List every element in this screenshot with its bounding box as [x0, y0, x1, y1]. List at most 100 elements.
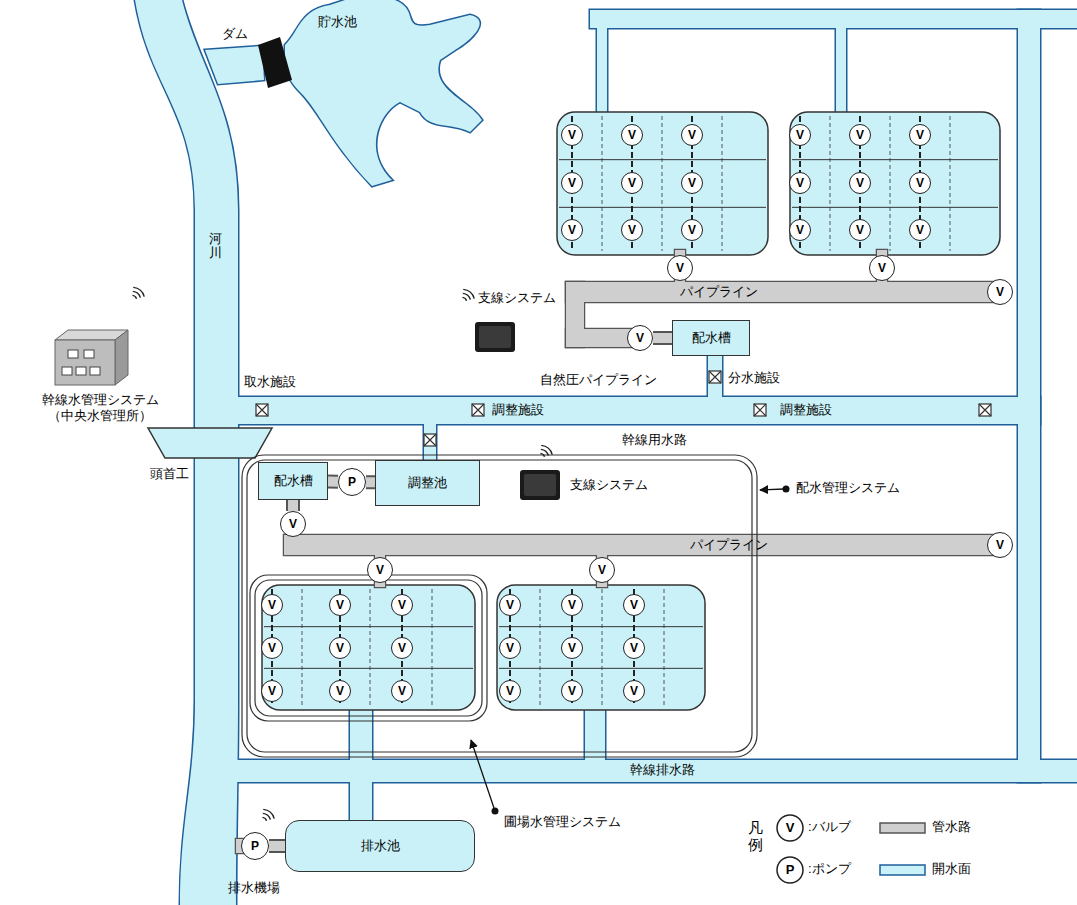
node-text: V: [336, 685, 344, 697]
valve-circle: V: [499, 637, 521, 659]
area-label: 支線システム: [478, 290, 556, 306]
legend-symbol-letter: V: [780, 820, 800, 836]
pipe-connector: [269, 846, 285, 847]
node-text: V: [568, 685, 576, 697]
node-text: V: [289, 518, 297, 530]
area-label: 河川: [209, 232, 222, 261]
valve-circle: V: [561, 219, 583, 241]
pipe-connector: [293, 500, 294, 511]
valve-circle: V: [391, 680, 413, 702]
node-text: V: [568, 599, 576, 611]
node-text: V: [856, 224, 864, 236]
area-label: 調整施設: [780, 402, 832, 418]
node-text: V: [376, 564, 384, 576]
area-label: 圃場水管理システム: [504, 814, 621, 830]
valve-circle: V: [667, 255, 693, 281]
valve-circle: V: [909, 124, 931, 146]
legend-swatch: [777, 815, 803, 841]
node-text: V: [796, 129, 804, 141]
legend-swatches: [777, 815, 925, 883]
node-text: V: [676, 262, 684, 274]
node-text: V: [856, 177, 864, 189]
valve-circle: V: [909, 219, 931, 241]
valve-circle: V: [261, 637, 283, 659]
pipe-outline: [236, 250, 1000, 853]
valve-circle: V: [789, 172, 811, 194]
valve-circle: V: [561, 680, 583, 702]
valve-circle: V: [561, 637, 583, 659]
dam: [258, 37, 292, 88]
area-label: パイプライン: [680, 284, 758, 300]
node-text: V: [630, 642, 638, 654]
legend-text: 開水面: [932, 861, 971, 877]
area-label: 自然圧パイプライン: [540, 372, 657, 388]
tank-box: 配水槽: [672, 320, 750, 356]
pipe-body: [236, 250, 1000, 853]
valve-circle: V: [391, 637, 413, 659]
node-text: V: [628, 129, 636, 141]
node-text: V: [878, 262, 886, 274]
valve-circle: V: [681, 124, 703, 146]
node-text: V: [336, 642, 344, 654]
node-text: V: [916, 177, 924, 189]
node-text: V: [568, 177, 576, 189]
node-text: V: [506, 599, 514, 611]
node-text: V: [506, 642, 514, 654]
headworks: [148, 428, 272, 458]
node-text: V: [506, 685, 514, 697]
legend-symbol-letter: P: [780, 862, 800, 878]
radio-signals: [128, 285, 554, 824]
node-text: V: [628, 177, 636, 189]
valve-circle: V: [849, 219, 871, 241]
area-label: パイプライン: [690, 537, 768, 553]
node-text: V: [688, 224, 696, 236]
valve-circle: V: [589, 557, 615, 583]
area-label: 頭首工: [150, 466, 189, 482]
pipe-body: [288, 500, 298, 511]
valve-circle: V: [849, 172, 871, 194]
valve-circle: V: [329, 594, 351, 616]
valve-circle: V: [391, 594, 413, 616]
node-text: V: [636, 332, 644, 344]
node-text: V: [568, 224, 576, 236]
valve-circle: V: [261, 594, 283, 616]
pump-circle: P: [241, 832, 269, 860]
pipe-connector: [328, 481, 338, 482]
valve-circle: V: [627, 325, 653, 351]
pipe-outline: [366, 475, 375, 489]
valve-circle: V: [623, 594, 645, 616]
valve-circle: V: [681, 172, 703, 194]
valve-circle: V: [621, 124, 643, 146]
valve-circle: V: [329, 637, 351, 659]
pipe-outline: [269, 839, 285, 853]
valve-circle: V: [909, 172, 931, 194]
area-label: ダム: [222, 26, 248, 42]
node-text: V: [398, 642, 406, 654]
callout-leaders: [471, 486, 790, 815]
node-text: P: [251, 840, 259, 852]
pipe-body: [653, 333, 672, 343]
node-text: V: [630, 685, 638, 697]
valve-circle: V: [499, 680, 521, 702]
valve-circle: V: [280, 511, 306, 537]
pond-box: 調整池: [375, 460, 480, 506]
area-label: 調整施設: [492, 402, 544, 418]
field-divisions: [264, 116, 998, 706]
valve-circle: V: [329, 680, 351, 702]
pipe-body: [328, 477, 338, 487]
node-text: V: [916, 129, 924, 141]
management-building: [55, 330, 128, 385]
node-text: V: [916, 224, 924, 236]
node-text: V: [268, 685, 276, 697]
legend-text: 管水路: [932, 819, 971, 835]
pump-circle: P: [338, 468, 366, 496]
area-label: 配水管理システム: [796, 480, 900, 496]
water-surface: [135, 0, 1077, 905]
node-text: 配水槽: [274, 473, 313, 489]
legend-swatch: [880, 865, 925, 875]
node-text: V: [996, 286, 1004, 298]
valve-circle: V: [261, 680, 283, 702]
